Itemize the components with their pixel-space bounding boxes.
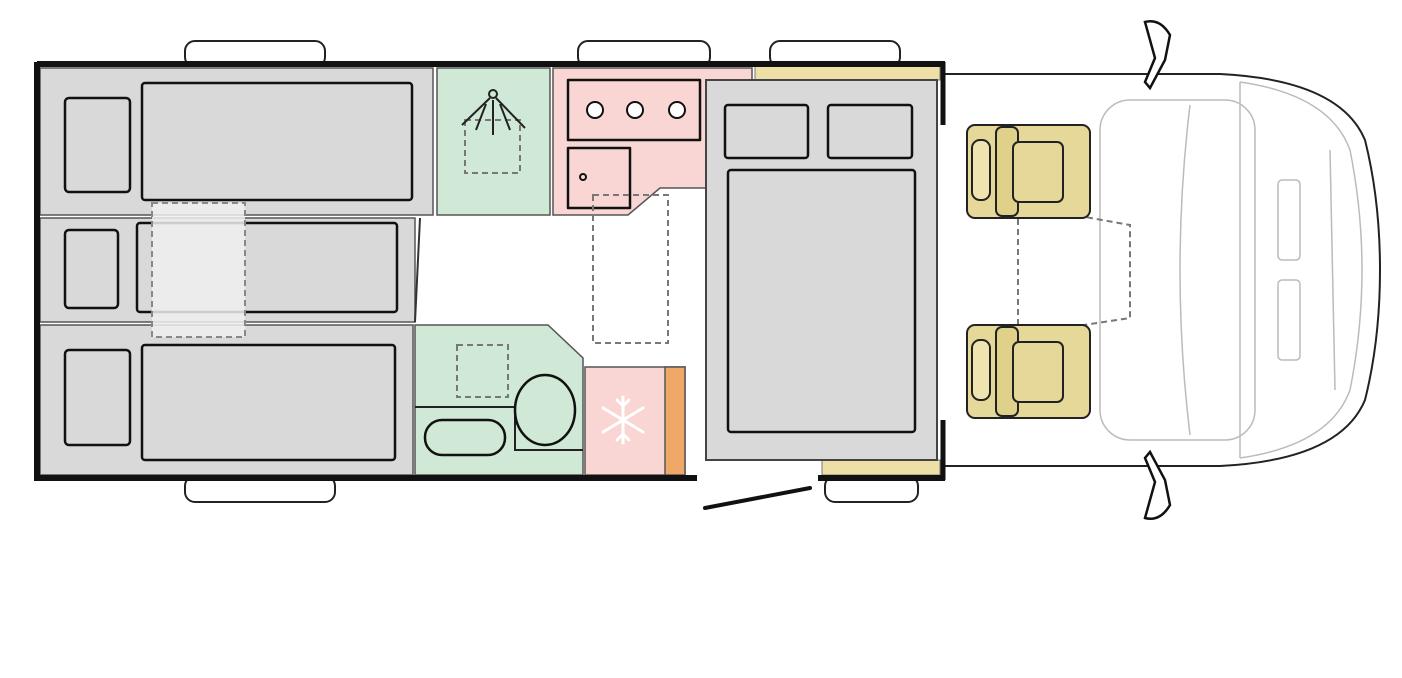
- cupboard: [754, 65, 941, 81]
- table-outline: [592, 194, 669, 344]
- snowflake-icon: [601, 395, 645, 445]
- entrance-door[interactable]: [703, 486, 812, 510]
- pillow: [63, 348, 132, 447]
- hob-burner-icon: [586, 101, 686, 119]
- windows: [184, 40, 919, 503]
- shower-head-icon: [461, 89, 526, 135]
- washroom: [414, 324, 584, 476]
- mattress: [726, 168, 917, 434]
- seat: [966, 324, 1091, 419]
- mirror-icon: [1143, 20, 1172, 520]
- shower: [436, 67, 551, 216]
- seat: [966, 124, 1091, 219]
- dropdown-table-outline: [151, 202, 246, 338]
- sink-icon: [566, 146, 632, 210]
- hob: [566, 78, 702, 142]
- mattress: [135, 221, 399, 314]
- toilet-icon: [513, 373, 577, 447]
- washbasin: [423, 418, 507, 457]
- mattress: [140, 343, 397, 462]
- pillow: [723, 103, 810, 160]
- mattress: [140, 81, 414, 202]
- pillow: [63, 96, 132, 194]
- pillow: [826, 103, 914, 160]
- walls: [34, 61, 946, 481]
- pillow: [63, 228, 120, 310]
- rear-bunk-beds: [39, 67, 434, 476]
- fridge: [584, 366, 686, 476]
- cab-seats: [966, 124, 1131, 419]
- central-double-bed: [705, 79, 938, 461]
- cupboard: [821, 459, 941, 476]
